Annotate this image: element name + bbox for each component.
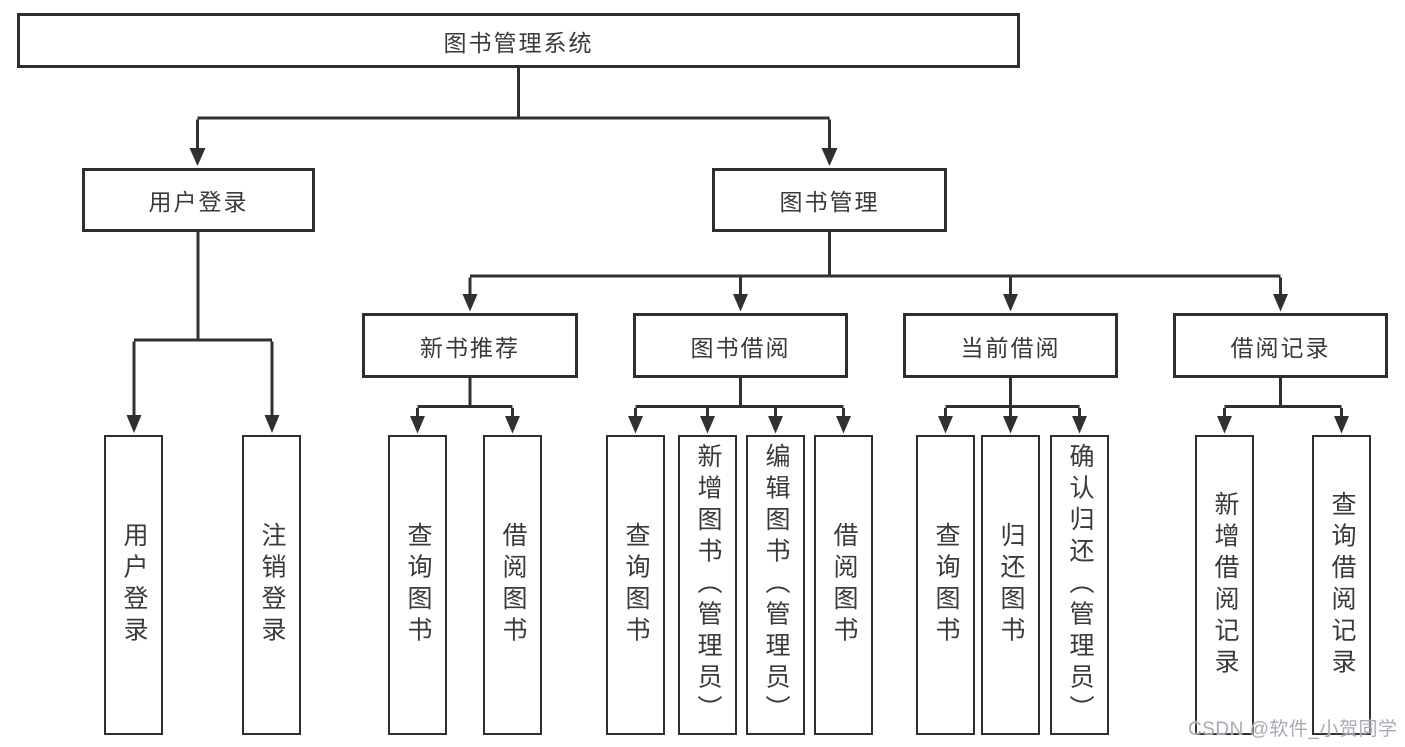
csdn-watermark: CSDN @软件_小贺同学 [1188, 719, 1398, 740]
leaf-query-borrow-record-label: 查询借阅记录 [1328, 490, 1356, 680]
leaf-borrow-books-recommend-label: 借阅图书 [499, 522, 527, 648]
leaf-borrow-books: 借阅图书 [814, 435, 873, 735]
node-new-book-recommendation-label: 新书推荐 [420, 334, 520, 361]
node-library-system: 图书管理系统 [17, 13, 1020, 68]
leaf-user-login-label: 用户登录 [120, 522, 148, 648]
leaf-add-borrow-record-label: 新增借阅记录 [1211, 490, 1239, 680]
leaf-logout-label: 注销登录 [258, 522, 286, 648]
node-current-borrowing-label: 当前借阅 [960, 334, 1061, 361]
node-borrowing-records-label: 借阅记录 [1230, 334, 1331, 361]
node-borrowing-records: 借阅记录 [1173, 313, 1388, 378]
leaf-logout: 注销登录 [242, 435, 301, 735]
node-library-system-label: 图书管理系统 [443, 29, 594, 56]
leaf-confirm-return-admin-label: 确认归还（管理员） [1066, 443, 1094, 727]
leaf-confirm-return-admin: 确认归还（管理员） [1050, 435, 1109, 735]
node-book-borrowing: 图书借阅 [633, 313, 848, 378]
leaf-query-books-recommend-label: 查询图书 [404, 522, 432, 648]
leaf-user-login: 用户登录 [104, 435, 163, 735]
leaf-edit-books-admin-label: 编辑图书（管理员） [762, 443, 790, 727]
leaf-return-books-label: 归还图书 [997, 522, 1025, 648]
leaf-return-books: 归还图书 [981, 435, 1040, 735]
leaf-borrow-books-label: 借阅图书 [830, 522, 858, 648]
leaf-borrow-books-recommend: 借阅图书 [483, 435, 542, 735]
leaf-query-books-recommend: 查询图书 [388, 435, 447, 735]
leaf-add-books-admin: 新增图书（管理员） [678, 435, 737, 735]
leaf-query-books-borrow-label: 查询图书 [622, 522, 650, 648]
node-new-book-recommendation: 新书推荐 [362, 313, 578, 378]
leaf-query-books-current: 查询图书 [916, 435, 975, 735]
leaf-add-borrow-record: 新增借阅记录 [1195, 435, 1254, 735]
node-user-login: 用户登录 [82, 168, 315, 232]
leaf-query-borrow-record: 查询借阅记录 [1312, 435, 1371, 735]
leaf-query-books-borrow: 查询图书 [606, 435, 665, 735]
node-book-borrowing-label: 图书借阅 [690, 334, 791, 361]
node-user-login-label: 用户登录 [148, 189, 249, 215]
leaf-edit-books-admin: 编辑图书（管理员） [746, 435, 805, 735]
node-book-management: 图书管理 [712, 168, 947, 232]
leaf-query-books-current-label: 查询图书 [932, 522, 960, 648]
leaf-add-books-admin-label: 新增图书（管理员） [694, 443, 722, 727]
node-book-management-label: 图书管理 [779, 189, 880, 215]
node-current-borrowing: 当前借阅 [903, 313, 1118, 378]
